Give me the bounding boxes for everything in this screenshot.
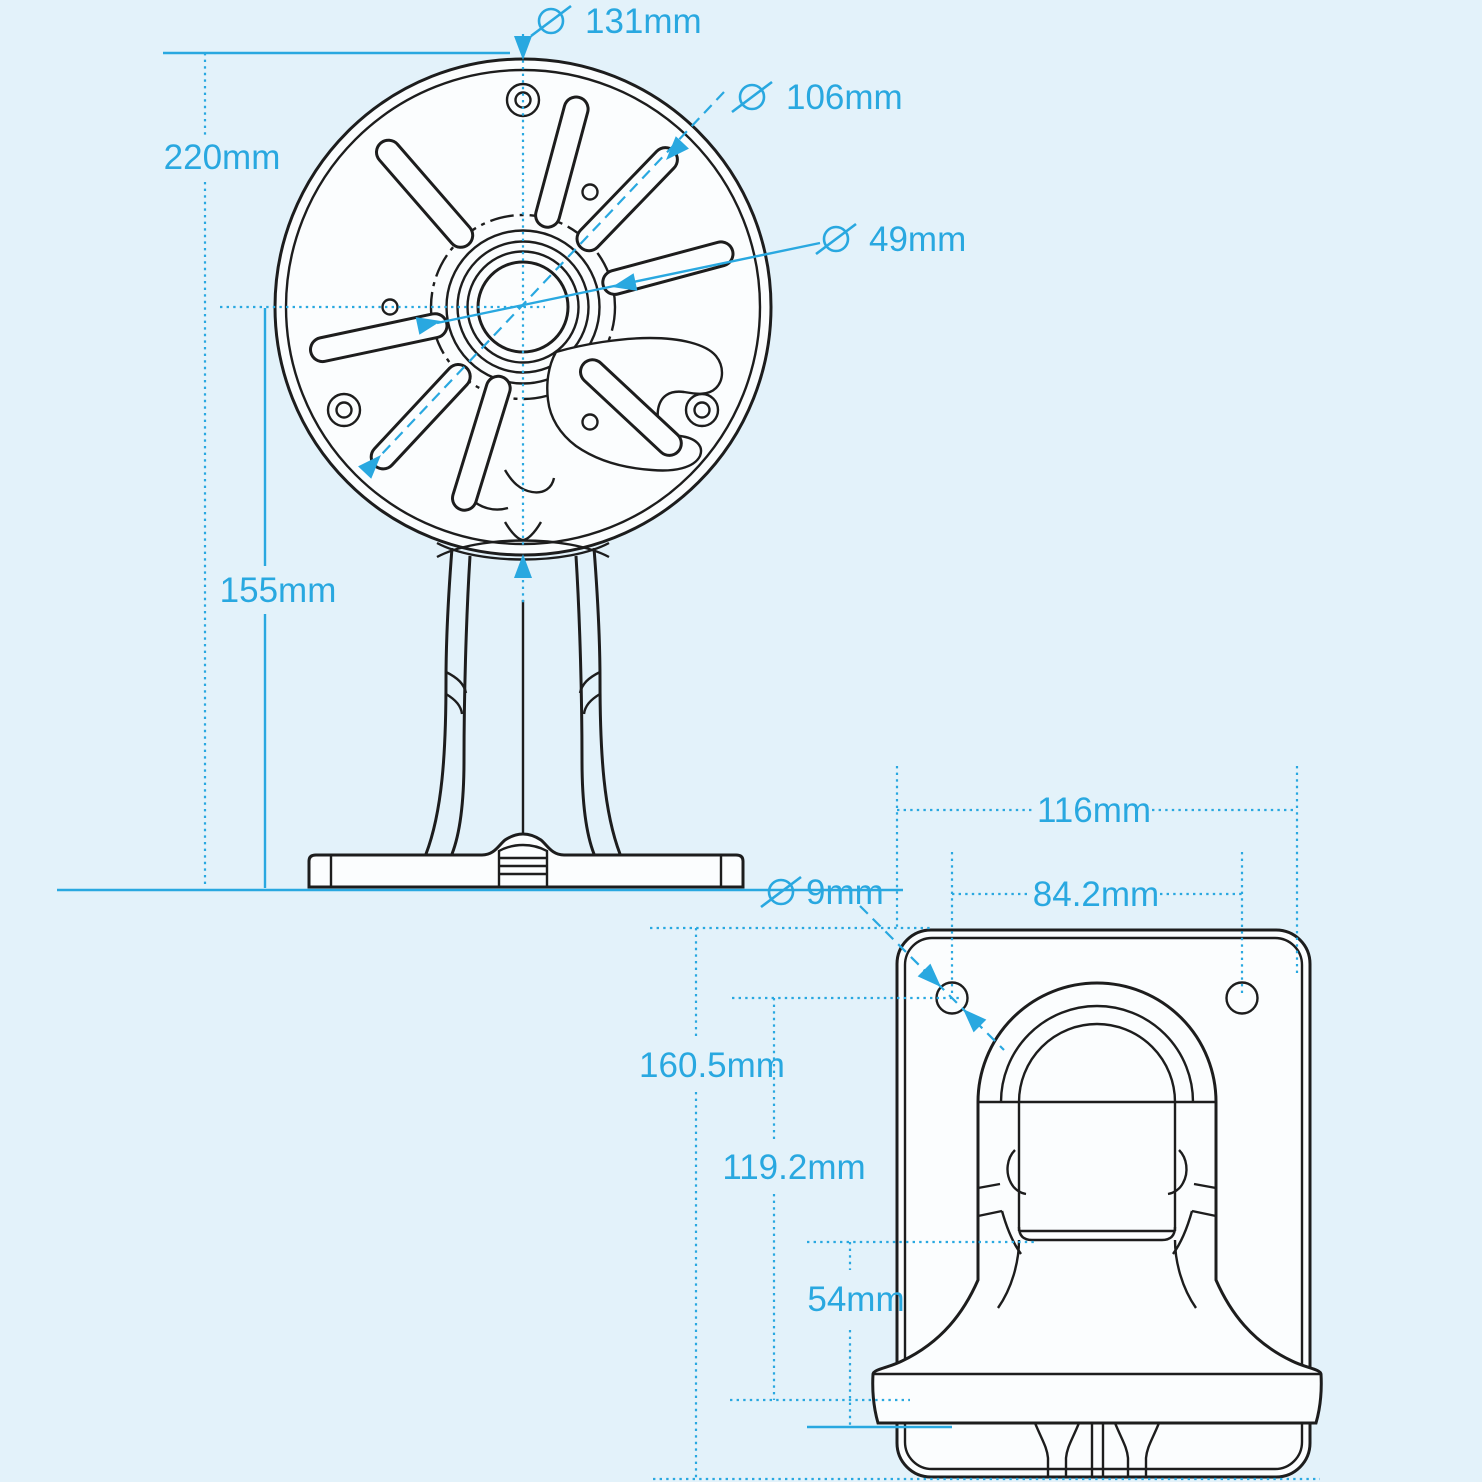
dim-label-plate-diameter: 131mm — [585, 2, 702, 41]
pilot-hole — [581, 183, 599, 201]
dim-arrow — [666, 136, 689, 160]
dome-arch — [977, 1004, 1217, 1309]
screw-hole-left — [326, 392, 362, 428]
dim-bell-height: 54mm — [807, 1240, 1035, 1429]
mounting-slot — [369, 363, 472, 471]
cable-slot — [497, 843, 549, 887]
diameter-icon — [815, 222, 857, 256]
front-view — [273, 57, 773, 889]
dim-plate-diameter: 131mm — [514, 2, 702, 606]
dim-hole-to-bell: 119.2mm — [722, 998, 910, 1402]
dim-label-hole-to-bell: 119.2mm — [722, 1148, 865, 1187]
dim-label-plate-width: 116mm — [1037, 791, 1151, 830]
dim-stand-height: 155mm — [220, 305, 545, 888]
dim-label-stand-height: 155mm — [220, 571, 337, 610]
dim-label-plate-height: 160.5mm — [639, 1046, 785, 1085]
mounting-slot — [534, 95, 590, 229]
stand-arm — [424, 547, 622, 856]
mounting-slot — [375, 138, 475, 249]
dim-arrow — [415, 317, 441, 335]
lock-tab-left — [1006, 1149, 1027, 1196]
dim-hole-spacing: 84.2mm — [950, 852, 1244, 996]
dim-arrow — [963, 1009, 987, 1033]
diameter-icon — [731, 80, 773, 114]
dim-label-center-circle-diameter: 49mm — [869, 220, 966, 259]
screw-hole-top — [505, 82, 541, 118]
dim-arrow — [514, 36, 532, 60]
pilot-hole — [581, 413, 599, 431]
lock-tab-right — [1167, 1149, 1188, 1196]
rear-dimensions: 116mm 84.2mm 9mm 160.5mm — [639, 766, 1320, 1481]
mounting-slot — [575, 146, 679, 253]
bolt-circle-dashed — [429, 213, 617, 401]
dim-arrow — [917, 963, 941, 987]
mounting-slot — [309, 312, 449, 364]
dim-label-hole-diameter: 9mm — [806, 873, 884, 912]
dim-arrow — [612, 273, 638, 291]
screw-hole-right — [684, 392, 720, 428]
dim-plate-height: 160.5mm — [639, 926, 930, 1478]
dim-center-circle-diameter: 49mm — [415, 220, 966, 335]
diameter-icon — [530, 4, 572, 38]
dim-label-slot-circle-diameter: 106mm — [786, 78, 903, 117]
pilot-hole — [381, 298, 399, 316]
mounting-slot — [451, 374, 512, 512]
bell-housing — [871, 981, 1323, 1425]
dim-arrow — [514, 554, 532, 578]
dim-plate-width: 116mm — [895, 766, 1299, 974]
arm-junction-curve — [436, 539, 610, 559]
dim-label-overall-height: 220mm — [164, 138, 281, 177]
mounting-slot — [579, 358, 683, 457]
dome-arch-middle — [999, 1004, 1195, 1103]
dome-arch-inner — [1017, 1022, 1177, 1103]
cable-channel — [1033, 1422, 1161, 1477]
mount-hole-right — [1225, 981, 1259, 1015]
stand-base — [307, 832, 745, 889]
front-dimensions: 220mm 155mm 131mm — [57, 2, 966, 892]
diameter-icon — [760, 875, 802, 909]
dim-overall-height: 220mm — [164, 53, 281, 888]
dim-hole-diameter: 9mm — [732, 873, 1005, 1051]
dim-slot-circle-diameter: 106mm — [358, 78, 903, 479]
dim-label-bell-height: 54mm — [807, 1280, 904, 1319]
dim-label-hole-spacing: 84.2mm — [1033, 875, 1159, 914]
rear-view — [871, 928, 1323, 1479]
mounting-slots — [309, 95, 735, 512]
dim-arrow — [358, 455, 381, 479]
